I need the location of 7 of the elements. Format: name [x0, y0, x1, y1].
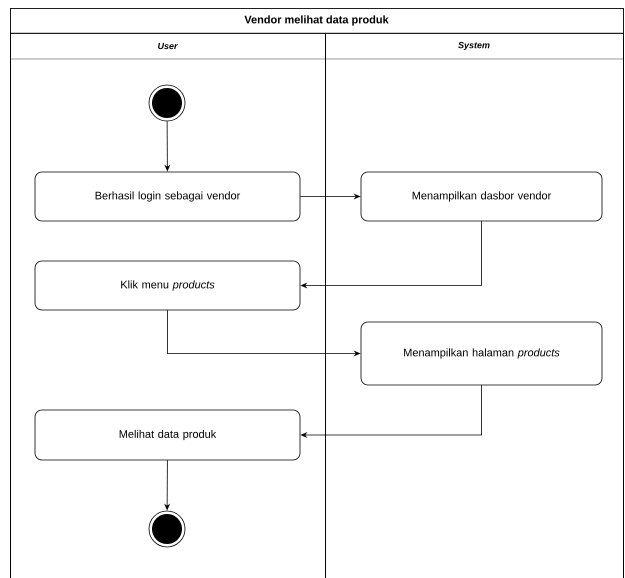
activity-box: Menampilkan dasbor vendor [360, 172, 602, 222]
start-node [148, 84, 186, 122]
end-node [148, 510, 186, 548]
activity-box: Melihat data produk [34, 410, 300, 460]
activity-box: Klik menu products [34, 260, 300, 310]
activity-box: Berhasil login sebagai vendor [34, 172, 300, 222]
activity-box: Menampilkan halaman products [360, 322, 602, 386]
